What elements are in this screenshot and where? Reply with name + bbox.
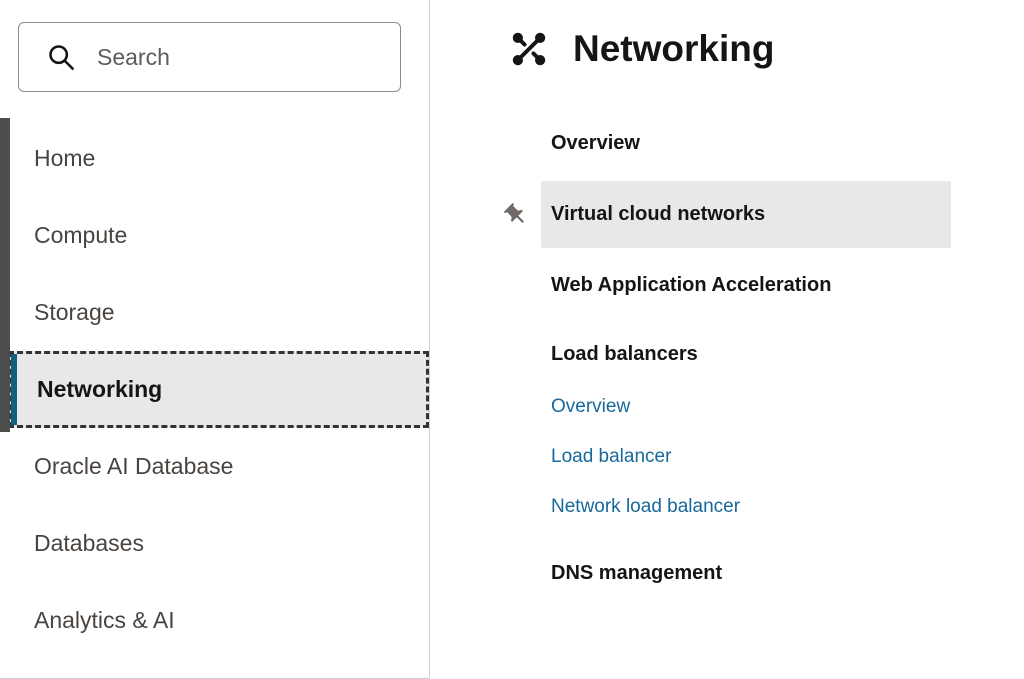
navigation-sidebar: Home Compute Storage Networking Oracle A…: [0, 0, 430, 679]
networking-nav-list: Overview Virtual cloud networks Web Appl…: [504, 116, 951, 601]
page-title: Networking: [573, 28, 775, 69]
sidebar-item-networking[interactable]: Networking: [8, 351, 429, 428]
search-input[interactable]: [97, 43, 400, 71]
sidebar-item-home[interactable]: Home: [0, 120, 429, 197]
nav-section-label: DNS management: [551, 562, 723, 584]
networking-icon: [512, 32, 546, 66]
sidebar-item-storage[interactable]: Storage: [0, 274, 429, 351]
search-box[interactable]: [18, 22, 401, 92]
sidebar-scrollbar-thumb[interactable]: [0, 118, 10, 432]
search-icon: [49, 45, 74, 70]
nav-section-label: Load balancers: [551, 343, 698, 365]
nav-item-label: Virtual cloud networks: [551, 203, 766, 225]
nav-item-label: Web Application Acceleration: [551, 274, 832, 296]
sidebar-item-label: Compute: [34, 222, 128, 248]
nav-link-label: Network load balancer: [551, 496, 741, 517]
sidebar-item-label: Storage: [34, 299, 115, 325]
sidebar-item-databases[interactable]: Databases: [0, 505, 429, 582]
sidebar-item-analytics-ai[interactable]: Analytics & AI: [0, 582, 429, 659]
nav-section-dns-management: DNS management: [551, 546, 951, 601]
sidebar-item-label: Oracle AI Database: [34, 453, 234, 479]
sidebar-item-label: Home: [34, 145, 96, 171]
sidebar-item-oracle-ai-database[interactable]: Oracle AI Database: [0, 428, 429, 505]
nav-item-virtual-cloud-networks[interactable]: Virtual cloud networks: [504, 181, 951, 248]
nav-link-network-load-balancer[interactable]: Network load balancer: [551, 482, 951, 532]
sidebar-item-label: Databases: [34, 530, 144, 556]
page-header: Networking: [509, 28, 1024, 70]
pin-icon: [504, 202, 524, 223]
selected-accent-bar: [11, 354, 17, 425]
sidebar-item-label: Analytics & AI: [34, 607, 175, 633]
networking-submenu-panel: Networking Overview Virtual cloud networ…: [431, 0, 1024, 679]
sidebar-menu: Home Compute Storage Networking Oracle A…: [0, 120, 429, 659]
nav-link-load-balancers-overview[interactable]: Overview: [551, 382, 951, 432]
nav-section-load-balancers: Load balancers: [551, 327, 951, 382]
nav-link-label: Load balancer: [551, 446, 672, 467]
nav-item-web-application-acceleration[interactable]: Web Application Acceleration: [551, 258, 951, 313]
sidebar-item-label: Networking: [37, 376, 163, 402]
nav-item-label: Overview: [551, 132, 640, 154]
nav-item-overview[interactable]: Overview: [551, 116, 951, 171]
nav-link-label: Overview: [551, 396, 631, 417]
nav-link-load-balancer[interactable]: Load balancer: [551, 432, 951, 482]
sidebar-item-compute[interactable]: Compute: [0, 197, 429, 274]
